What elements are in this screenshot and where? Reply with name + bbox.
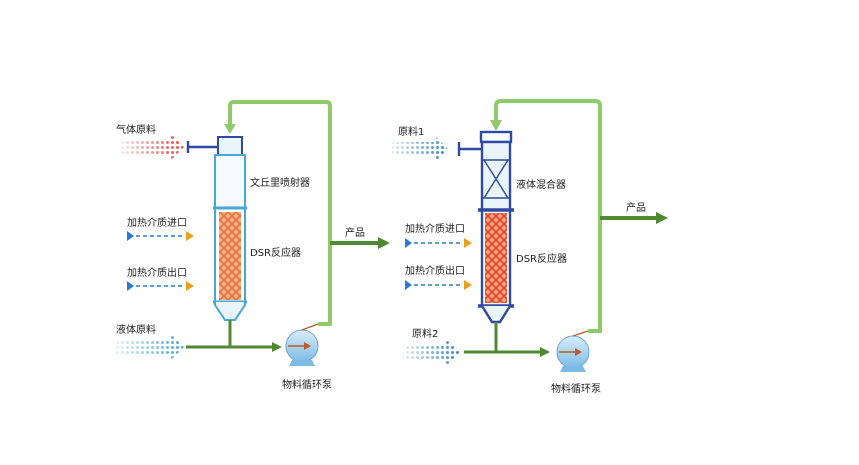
liquid-feed-arrow xyxy=(116,333,184,361)
right-pump-label: 物料循环泵 xyxy=(551,382,601,395)
left-product-label: 产品 xyxy=(345,226,365,239)
right-reactor-label: DSR反应器 xyxy=(516,252,567,265)
left-product-arrowhead xyxy=(378,237,390,249)
feed2-label: 原料2 xyxy=(412,327,438,340)
venturi-label: 文丘里喷射器 xyxy=(250,176,310,189)
left-process: 气体原料 文丘里喷射器 加热介质进口 DSR反应器 加热介质出口 液体原料 产品… xyxy=(116,100,390,391)
gas-feed-label: 气体原料 xyxy=(116,123,156,136)
right-pump xyxy=(556,330,590,372)
left-column xyxy=(213,154,247,346)
right-heat-in-arrow xyxy=(405,238,472,248)
left-pump xyxy=(285,323,319,366)
right-column xyxy=(478,130,514,352)
right-product-label: 产品 xyxy=(626,201,646,214)
left-feed-arrowhead xyxy=(272,342,282,352)
left-reactor-label: DSR反应器 xyxy=(250,246,301,259)
right-recycle-pipe xyxy=(494,99,602,333)
left-heat-in-arrow xyxy=(127,231,194,241)
feed1-arrow xyxy=(392,135,448,163)
left-heat-out-label: 加热介质出口 xyxy=(127,266,187,279)
right-process: 原料1 液体混合器 加热介质进口 DSR反应器 加热介质出口 原料2 产品 物料… xyxy=(392,99,668,395)
feed1-label: 原料1 xyxy=(398,125,424,138)
right-feed-arrowhead xyxy=(540,347,550,357)
right-recycle-arrowhead xyxy=(490,120,502,131)
mixer-label: 液体混合器 xyxy=(516,178,566,191)
left-recycle-arrowhead xyxy=(224,124,236,134)
gas-feed-arrow xyxy=(122,133,184,161)
left-recycle-pipe xyxy=(228,100,332,326)
right-heat-out-arrow xyxy=(405,280,472,290)
feed2-arrow xyxy=(403,338,460,366)
venturi-inlet xyxy=(186,141,218,153)
right-column-inlet xyxy=(457,142,484,156)
left-heat-in-label: 加热介质进口 xyxy=(127,216,187,229)
right-heat-in-label: 加热介质进口 xyxy=(405,222,465,235)
right-heat-out-label: 加热介质出口 xyxy=(405,264,465,277)
left-heat-out-arrow xyxy=(127,281,194,291)
liquid-feed-label: 液体原料 xyxy=(116,323,156,336)
right-product-arrowhead xyxy=(656,212,668,224)
left-pump-label: 物料循环泵 xyxy=(282,378,332,391)
